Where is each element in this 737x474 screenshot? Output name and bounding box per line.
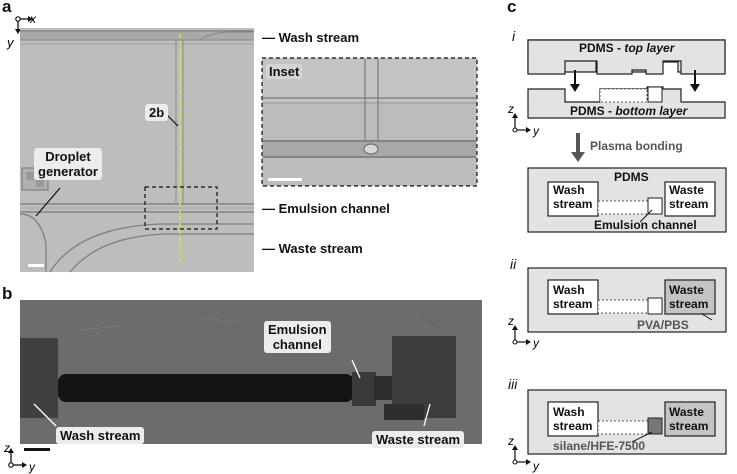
- emulsion-line2-b: channel: [272, 337, 322, 352]
- waste-stream-label-a: — Waste stream: [262, 241, 363, 256]
- plasma-bonding-label: Plasma bonding: [590, 139, 683, 153]
- callout-2b: 2b: [145, 104, 169, 121]
- bonded-wash-line1: Wash: [553, 183, 585, 197]
- bottom-layer-italic: bottom layer: [615, 104, 688, 118]
- bonded-waste-line1: Waste: [669, 183, 704, 197]
- iii-wash-line2: stream: [553, 419, 593, 433]
- iii-waste-line1: Waste: [669, 405, 704, 419]
- inset-scale-bar: [268, 178, 302, 181]
- bonded-emulsion-channel-label: Emulsion channel: [594, 218, 697, 232]
- panel-a-letter: a: [2, 0, 12, 16]
- panel-a-axis-y-label: y: [6, 35, 15, 50]
- inset-title: Inset: [266, 64, 303, 79]
- ii-wash-line2: stream: [553, 297, 593, 311]
- panel-c-i-axis-y: y: [532, 124, 540, 138]
- panel-c-ii-axis-y: y: [532, 336, 540, 350]
- panel-c-schematics: z y z y z y: [507, 39, 727, 473]
- panel-b-axis-z-label: z: [3, 441, 10, 455]
- panel-c-letter: c: [507, 0, 517, 16]
- panel-b-axis-icon: [8, 448, 27, 468]
- pdms-bottom-layer-label: PDMS - bottom layer: [570, 104, 687, 118]
- pdms-bottom-layer: [527, 86, 726, 119]
- ii-coating-label: PVA/PBS: [637, 318, 689, 332]
- panel-c-ii-axis-z: z: [507, 314, 514, 328]
- ii-waste-line2: stream: [669, 297, 709, 311]
- panel-b-letter: b: [2, 284, 13, 303]
- droplet-generator-label: Droplet generator: [34, 148, 102, 180]
- panel-c-iii-axis-y: y: [532, 459, 540, 473]
- panel-c-ii-roman: ii: [510, 256, 517, 272]
- emulsion-channel-label-b: Emulsion channel: [264, 321, 331, 353]
- wash-stream-label-a: — Wash stream: [262, 30, 360, 45]
- panel-c-i-axis-z: z: [507, 102, 514, 116]
- pdms-top-layer-label: PDMS - top layer: [579, 41, 674, 55]
- bonded-wash-label: Wash stream: [553, 183, 592, 211]
- panel-a-micrograph: x y: [6, 12, 478, 273]
- waste-stream-label-b: Waste stream: [372, 431, 465, 448]
- iii-wash-line1: Wash: [553, 405, 585, 419]
- ii-waste-label: Waste stream: [669, 283, 708, 311]
- panel-c-iii-axis-icon: [512, 445, 531, 465]
- iii-waste-line2: stream: [669, 419, 709, 433]
- bonded-pdms-label: PDMS: [614, 170, 649, 184]
- panel-c-ii-axis-icon: [512, 325, 531, 345]
- droplet-generator-line1: Droplet: [45, 149, 91, 164]
- panel-c-iii-axis-z: z: [507, 434, 514, 448]
- inset-region-box: [144, 186, 218, 230]
- iii-wash-label: Wash stream: [553, 405, 592, 433]
- emulsion-line1-b: Emulsion: [268, 322, 327, 337]
- panel-b-micrograph: z y: [3, 300, 482, 474]
- bonded-waste-label: Waste stream: [669, 183, 708, 211]
- panel-c-i-roman: i: [512, 28, 516, 44]
- iii-coating-label: silane/HFE-7500: [553, 439, 646, 453]
- emulsion-channel-label-a: — Emulsion channel: [262, 201, 390, 216]
- panel-b-scale-bar: [24, 448, 50, 451]
- panel-c-i-axis-icon: [512, 113, 531, 133]
- panel-a-axis-icon: [15, 16, 33, 34]
- top-layer-italic: top layer: [624, 41, 675, 55]
- bonded-wash-line2: stream: [553, 197, 593, 211]
- ii-wash-label: Wash stream: [553, 283, 592, 311]
- iii-waste-label: Waste stream: [669, 405, 708, 433]
- ii-wash-line1: Wash: [553, 283, 585, 297]
- panel-a-scale-bar: [28, 264, 44, 267]
- wash-stream-label-b: Wash stream: [56, 427, 145, 444]
- panel-c-iii-roman: iii: [508, 376, 518, 392]
- bottom-layer-prefix: PDMS -: [570, 104, 616, 118]
- droplet-generator-line2: generator: [38, 164, 98, 179]
- panel-a-axis-x-label: x: [29, 12, 37, 26]
- panel-b-axis-y-label: y: [28, 460, 36, 474]
- ii-waste-line1: Waste: [669, 283, 704, 297]
- top-layer-prefix: PDMS -: [579, 41, 625, 55]
- bonded-waste-line2: stream: [669, 197, 709, 211]
